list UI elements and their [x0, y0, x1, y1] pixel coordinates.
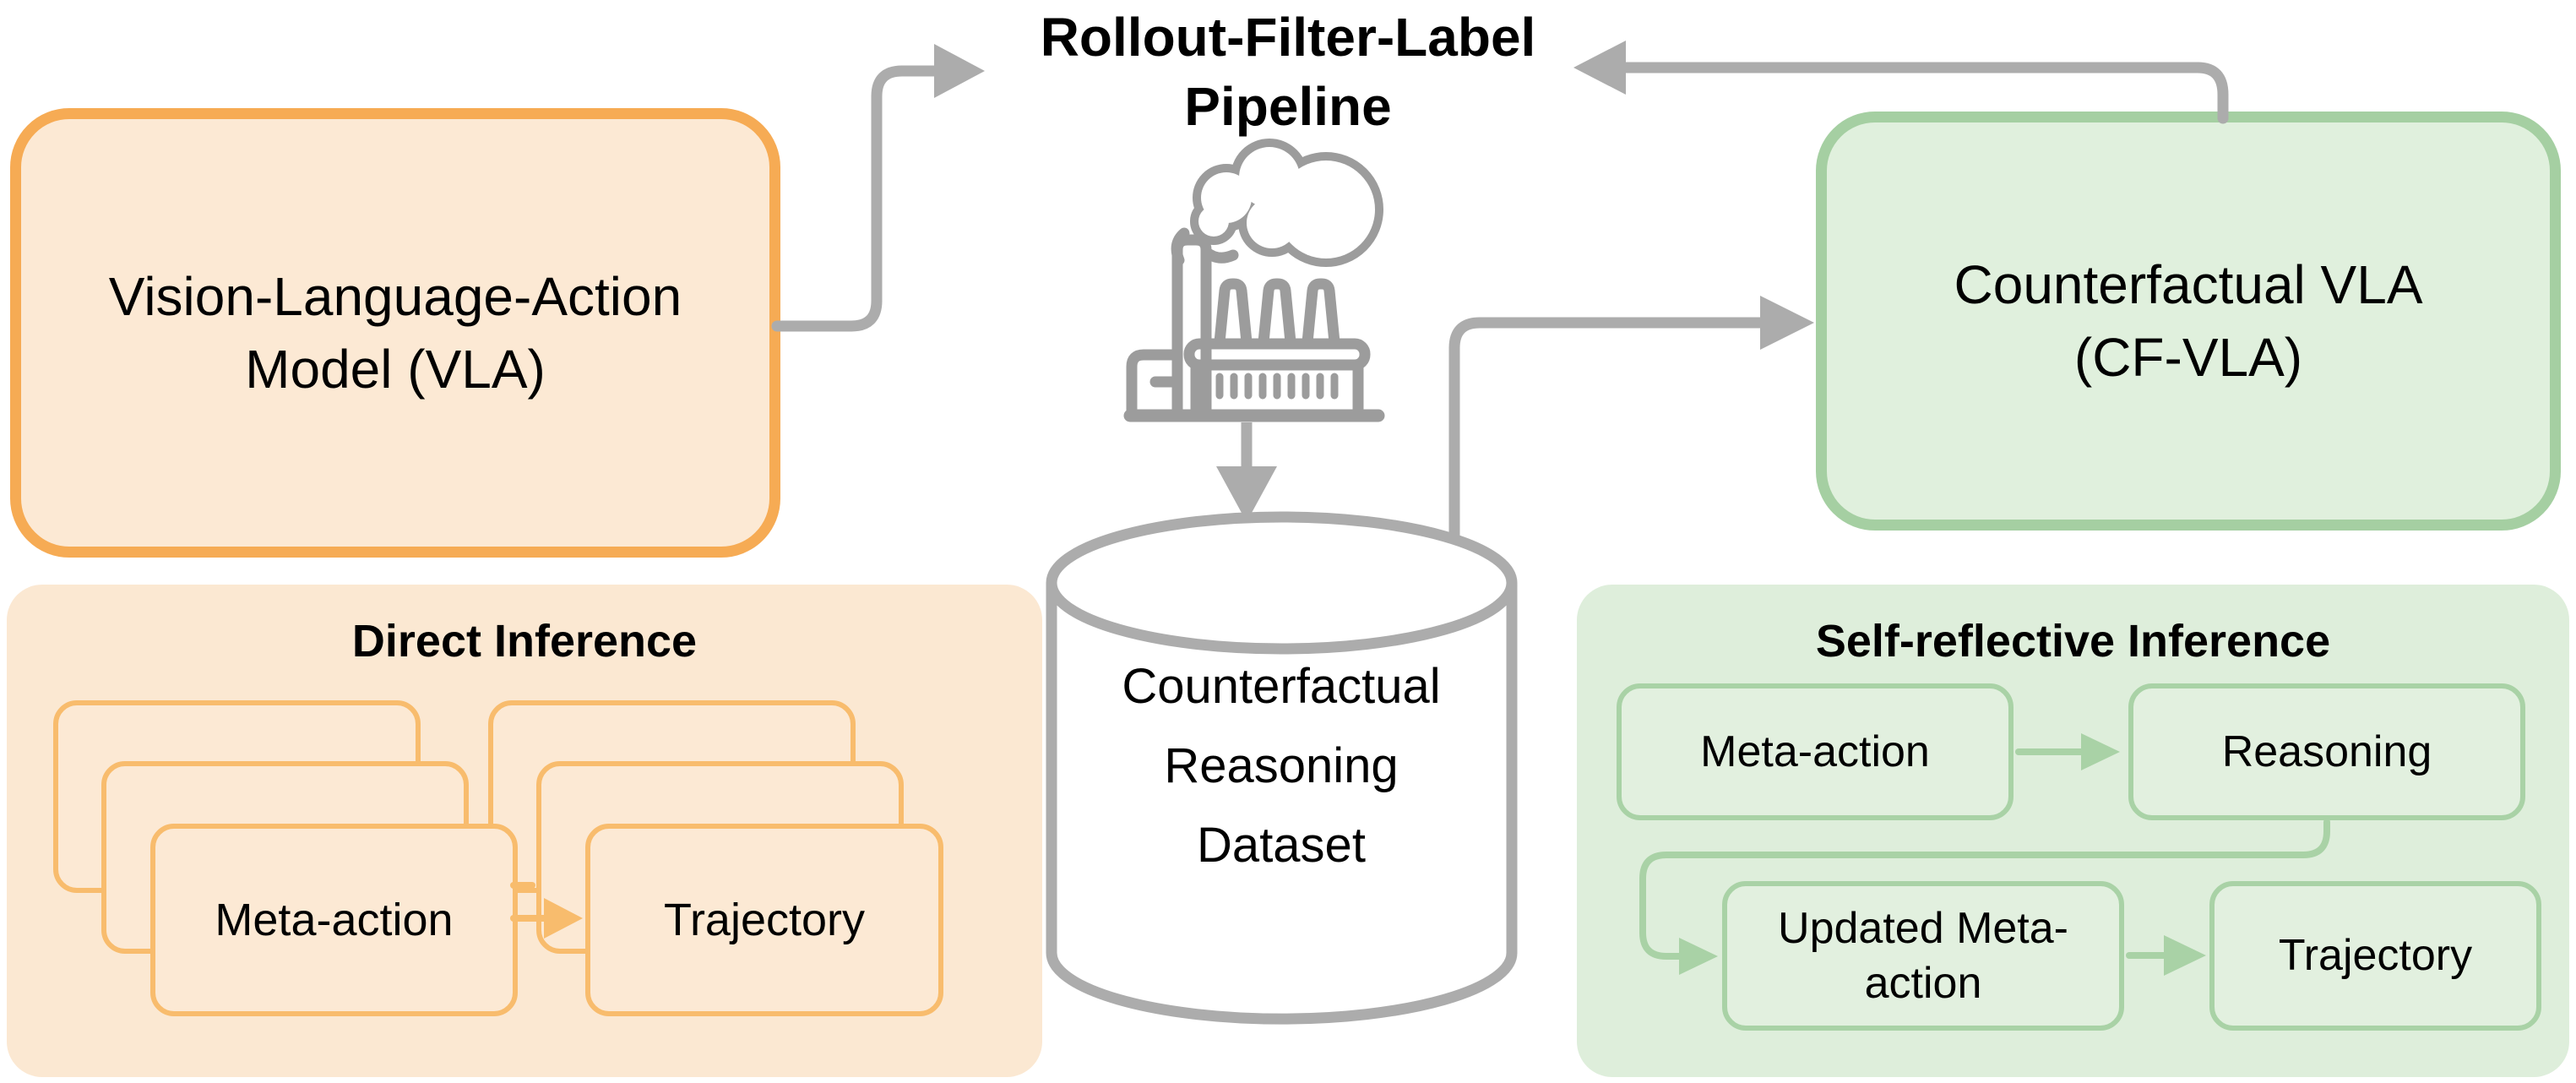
vla-box-label-line1: Vision-Language-Action: [108, 265, 682, 327]
direct-inference-title: Direct Inference: [351, 616, 698, 667]
cfvla-box-label-line2: (CF-VLA): [2073, 327, 2303, 388]
pipeline-title-line2: Pipeline: [1184, 75, 1392, 137]
sr-meta-action-label: Meta-action: [1700, 727, 1930, 776]
sr-reasoning-box: Reasoning: [2128, 683, 2525, 820]
direct-inference-panel: Direct Inference Meta-action Trajectory: [7, 585, 1042, 1077]
pipeline-title: Rollout-Filter-Label Pipeline: [866, 3, 1710, 142]
dataset-to-cfvla-arrow: [1448, 296, 1814, 557]
trajectory-card-label: Trajectory: [663, 895, 866, 945]
pipeline-title-line1: Rollout-Filter-Label: [1040, 7, 1536, 68]
self-reflective-title: Self-reflective Inference: [1815, 616, 2331, 667]
cfvla-box: Counterfactual VLA (CF-VLA): [1816, 112, 2561, 531]
cfvla-box-label-line1: Counterfactual VLA: [1954, 253, 2423, 315]
sr-updated-meta-action-box: Updated Meta-action: [1722, 881, 2124, 1031]
factory-to-dataset-arrow: [1216, 422, 1277, 522]
meta-action-stack-card-front: Meta-action: [150, 824, 518, 1016]
trajectory-stack-card-front: Trajectory: [585, 824, 943, 1016]
vla-box: Vision-Language-Action Model (VLA): [10, 108, 780, 558]
sr-trajectory-box: Trajectory: [2209, 881, 2541, 1031]
self-reflective-panel: Self-reflective Inference Meta-action Re…: [1577, 585, 2569, 1077]
dataset-cylinder-label: Counterfactual Reasoning Dataset: [1091, 647, 1471, 885]
factory-icon: [1123, 139, 1385, 422]
dataset-label-line1: Counterfactual: [1122, 659, 1441, 714]
dataset-label-line3: Dataset: [1197, 817, 1366, 873]
vla-box-label-line2: Model (VLA): [245, 339, 546, 400]
sr-updated-meta-action-label: Updated Meta-action: [1778, 903, 2068, 1008]
sr-reasoning-label: Reasoning: [2221, 727, 2432, 776]
sr-trajectory-label: Trajectory: [2278, 931, 2473, 980]
meta-action-card-label: Meta-action: [215, 895, 454, 945]
sr-meta-action-box: Meta-action: [1617, 683, 2014, 820]
dataset-label-line2: Reasoning: [1164, 737, 1399, 793]
